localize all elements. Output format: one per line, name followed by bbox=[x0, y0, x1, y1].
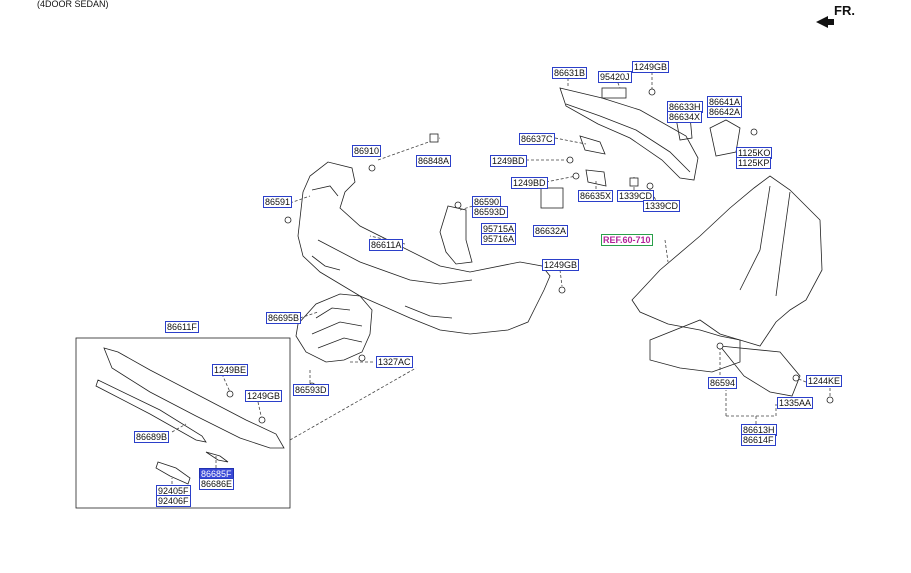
label-1244ke[interactable]: 1244KE bbox=[806, 375, 843, 387]
label-86590[interactable]: 86590 bbox=[472, 196, 502, 208]
label-1335aa[interactable]: 1335AA bbox=[777, 397, 814, 409]
label-86611f[interactable]: 86611F bbox=[165, 321, 199, 333]
label-1249gb-right[interactable]: 1249GB bbox=[542, 259, 580, 271]
label-86634x[interactable]: 86634X bbox=[667, 111, 703, 123]
label-86689b[interactable]: 86689B bbox=[134, 431, 170, 443]
front-arrow-icon bbox=[816, 16, 834, 28]
label-86614f[interactable]: 86614F bbox=[741, 434, 776, 446]
label-ref-60-710[interactable]: REF.60-710 bbox=[601, 234, 653, 246]
label-1249gb-inset[interactable]: 1249GB bbox=[245, 390, 283, 402]
label-1249gb-top[interactable]: 1249GB bbox=[632, 61, 670, 73]
label-86642a[interactable]: 86642A bbox=[707, 106, 743, 118]
label-86910[interactable]: 86910 bbox=[352, 145, 382, 157]
label-86695b[interactable]: 86695B bbox=[266, 312, 302, 324]
label-1125kp[interactable]: 1125KP bbox=[736, 157, 772, 169]
label-86593d-lower[interactable]: 86593D bbox=[293, 384, 329, 396]
label-86632a[interactable]: 86632A bbox=[533, 225, 569, 237]
undercover-outline bbox=[295, 293, 373, 363]
label-1249be[interactable]: 1249BE bbox=[212, 364, 249, 376]
label-1339cd-b[interactable]: 1339CD bbox=[643, 200, 681, 212]
label-86848a[interactable]: 86848A bbox=[416, 155, 452, 167]
bumper-cover-outline bbox=[297, 161, 551, 335]
label-86591[interactable]: 86591 bbox=[263, 196, 293, 208]
impact-beam-outline bbox=[559, 87, 699, 181]
label-86611a[interactable]: 86611A bbox=[369, 239, 404, 251]
label-1327ac[interactable]: 1327AC bbox=[376, 356, 413, 368]
quarter-panel-outline bbox=[631, 175, 823, 347]
label-86635x[interactable]: 86635X bbox=[578, 190, 614, 202]
label-86631b[interactable]: 86631B bbox=[552, 67, 588, 79]
diagram-title: (4DOOR SEDAN) bbox=[37, 0, 109, 9]
lower-trim-outline bbox=[103, 347, 285, 449]
label-86593d-upper[interactable]: 86593D bbox=[472, 206, 508, 218]
label-1249bd-upper[interactable]: 1249BD bbox=[490, 155, 527, 167]
label-86594[interactable]: 86594 bbox=[708, 377, 738, 389]
label-1339cd-a[interactable]: 1339CD bbox=[617, 190, 655, 202]
label-95716a[interactable]: 95716A bbox=[481, 233, 517, 245]
label-92406f[interactable]: 92406F bbox=[156, 495, 191, 507]
label-86686e[interactable]: 86686E bbox=[199, 478, 235, 490]
label-95420j[interactable]: 95420J bbox=[598, 71, 632, 83]
inset-frame bbox=[75, 337, 291, 509]
label-86637c[interactable]: 86637C bbox=[519, 133, 555, 145]
front-direction-label: FR. bbox=[834, 3, 855, 18]
label-1249bd-lower[interactable]: 1249BD bbox=[511, 177, 548, 189]
